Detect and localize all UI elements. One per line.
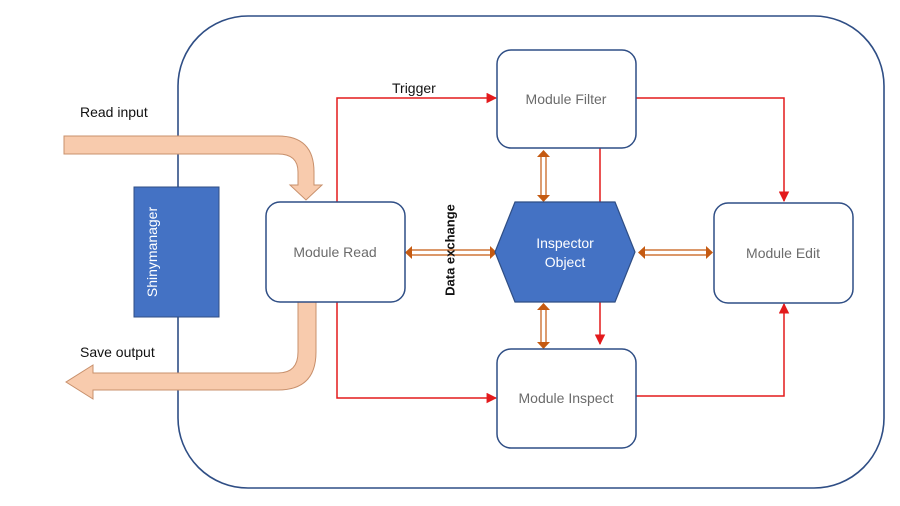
module-edit[interactable]: Module Edit: [713, 202, 854, 304]
data-exchange-connectors: [405, 150, 713, 349]
data-exchange-label: Data exchange: [443, 204, 458, 296]
module-read[interactable]: Module Read: [265, 201, 406, 303]
module-inspect-label: Module Inspect: [519, 390, 614, 406]
module-inspect[interactable]: Module Inspect: [496, 348, 637, 449]
inspector-label-line1: Inspector: [536, 235, 594, 251]
save-output-arrow: [65, 301, 317, 400]
inspector-label-line2: Object: [545, 254, 586, 270]
trigger-read-to-filter: [336, 92, 498, 202]
trigger-filter-to-edit: [636, 97, 790, 203]
exchange-read-inspector: [405, 246, 497, 259]
trigger-label: Trigger: [392, 80, 436, 96]
exchange-inspector-inspect: [537, 303, 550, 349]
module-read-label: Module Read: [293, 244, 376, 260]
trigger-read-to-inspect: [336, 302, 498, 404]
save-output-label: Save output: [80, 344, 155, 360]
module-filter-label: Module Filter: [526, 91, 607, 107]
exchange-inspector-edit: [638, 246, 713, 259]
shinymanager-block: [133, 186, 220, 318]
shinymanager-label: Shinymanager: [144, 207, 160, 298]
read-input-label: Read input: [80, 104, 148, 120]
exchange-filter-inspector: [537, 150, 550, 202]
trigger-connectors: [336, 92, 790, 404]
module-filter[interactable]: Module Filter: [496, 49, 637, 149]
module-edit-label: Module Edit: [746, 245, 820, 261]
trigger-inspect-to-edit: [636, 302, 790, 397]
inspector-object[interactable]: Inspector Object: [494, 201, 636, 303]
read-input-arrow: [63, 135, 324, 201]
